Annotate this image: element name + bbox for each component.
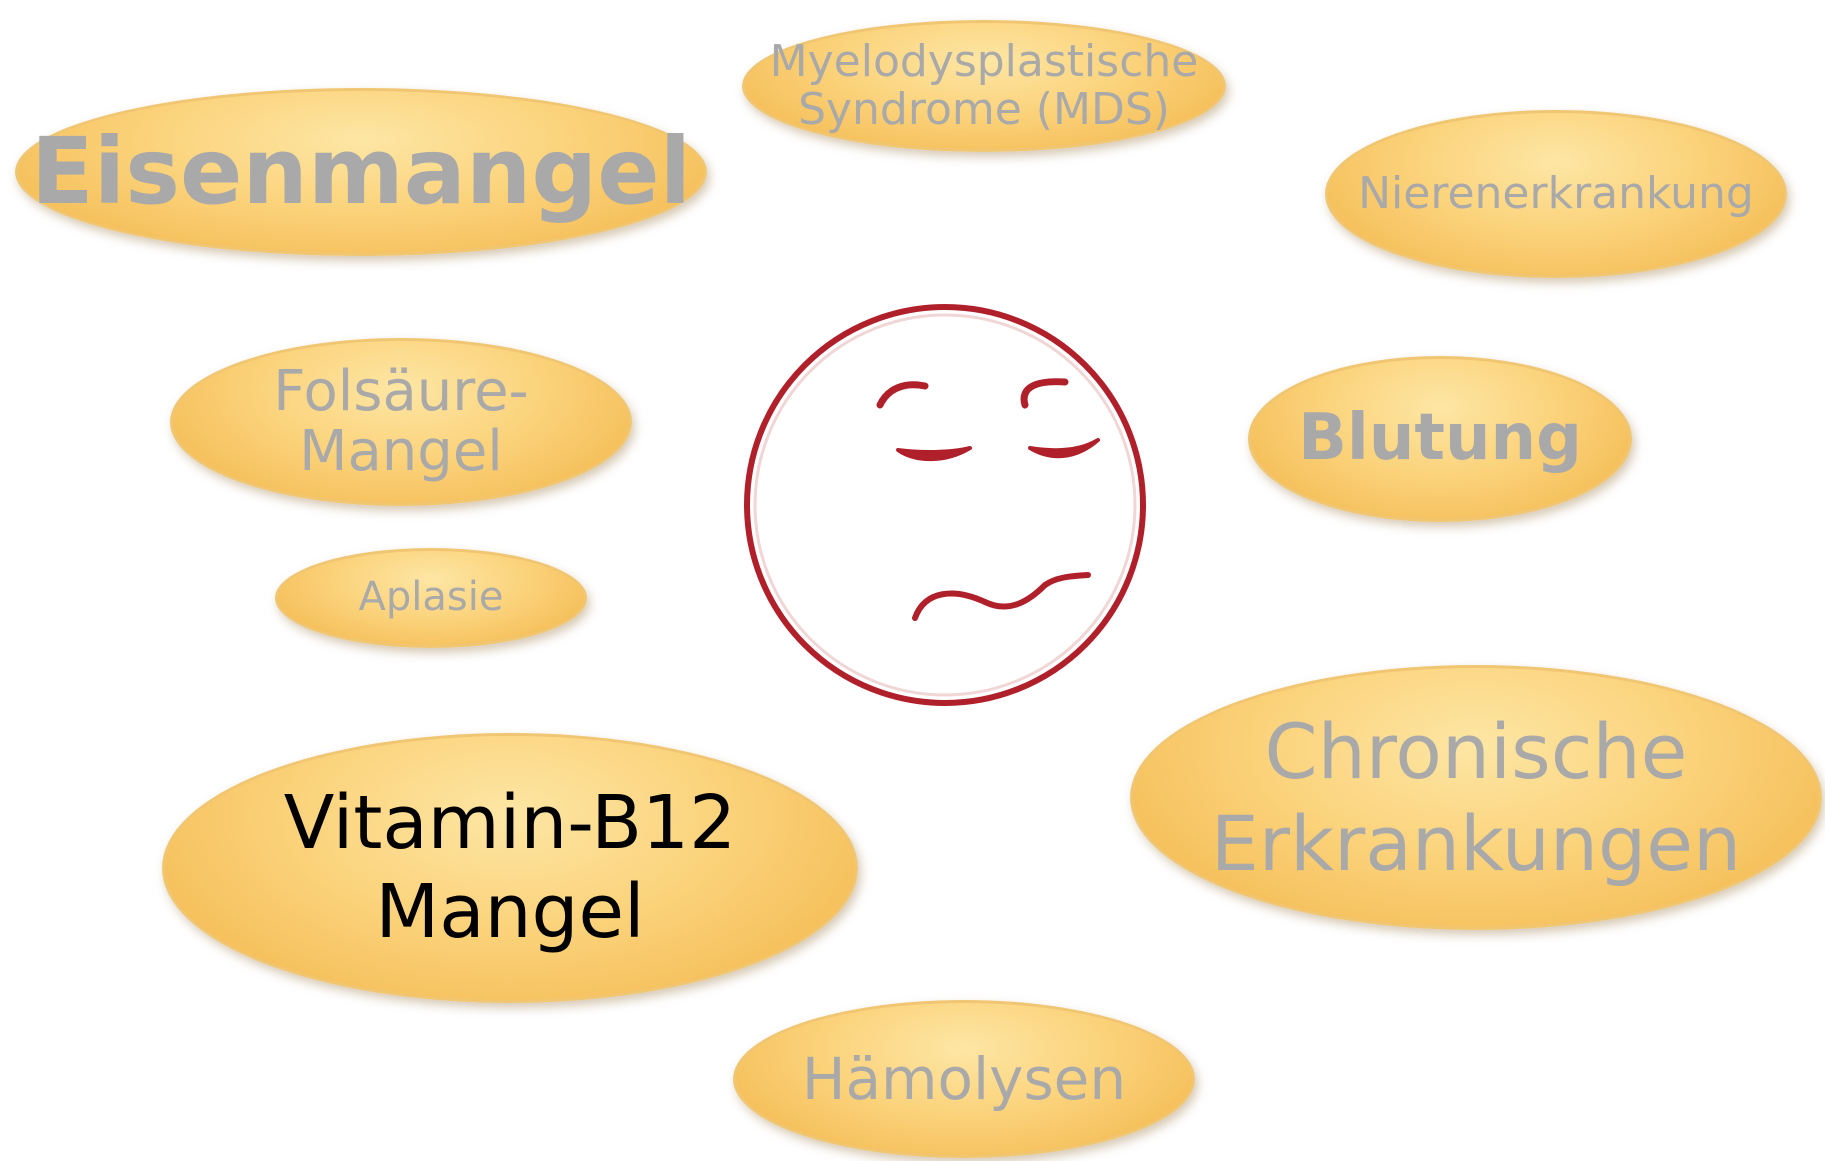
topic-oval-nierenerkrankung: Nierenerkrankung xyxy=(1325,110,1787,278)
topic-oval-mds: Myelodysplastische Syndrome (MDS) xyxy=(742,20,1226,152)
topic-oval-chronische-erkrankungen: Chronische Erkrankungen xyxy=(1130,665,1822,930)
topic-label-chronische-erkrankungen: Chronische Erkrankungen xyxy=(1211,706,1741,888)
unwell-face-icon xyxy=(740,300,1150,710)
topic-label-mds: Myelodysplastische Syndrome (MDS) xyxy=(770,38,1199,133)
topic-label-vitamin-b12-mangel: Vitamin-B12 Mangel xyxy=(284,779,736,957)
topic-label-blutung: Blutung xyxy=(1298,404,1582,473)
topic-label-folsaeure-mangel: Folsäure- Mangel xyxy=(273,362,528,483)
topic-label-aplasie: Aplasie xyxy=(359,576,504,619)
topic-label-nierenerkrankung: Nierenerkrankung xyxy=(1358,170,1754,218)
topic-oval-folsaeure-mangel: Folsäure- Mangel xyxy=(170,338,632,506)
face-outline xyxy=(747,307,1143,703)
topic-oval-haemolysen: Hämolysen xyxy=(733,1000,1195,1158)
topic-oval-blutung: Blutung xyxy=(1248,356,1632,522)
topic-label-eisenmangel: Eisenmangel xyxy=(31,122,691,221)
topic-oval-aplasie: Aplasie xyxy=(275,548,587,648)
topic-oval-vitamin-b12-mangel: Vitamin-B12 Mangel xyxy=(162,733,858,1003)
topic-oval-eisenmangel: Eisenmangel xyxy=(15,88,707,256)
topic-label-haemolysen: Hämolysen xyxy=(802,1048,1126,1111)
